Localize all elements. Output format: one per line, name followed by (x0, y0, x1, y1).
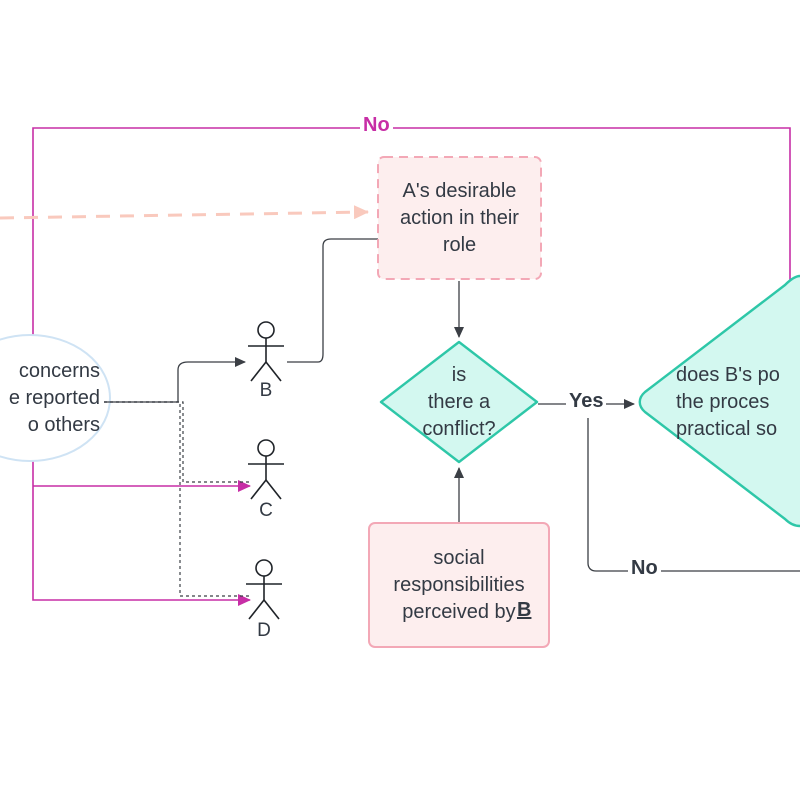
concerns-oval (0, 334, 111, 462)
no-bottom-connector (587, 418, 800, 572)
social-bold-b: B (517, 599, 532, 621)
no-loop-top-connector (32, 127, 791, 606)
social-responsibilities-label: social responsibilities perceived by (369, 523, 549, 647)
does-b-label: does B's po the proces practical so (676, 363, 780, 440)
actor-b-stick-figure-icon (248, 321, 284, 382)
actor-c-stick-figure-icon (248, 439, 284, 500)
actor-b-name: B (259, 380, 273, 401)
concerns-label: concerns e reported o others (8, 359, 100, 436)
b-to-action-connector (287, 238, 378, 363)
desirable-action-box (377, 156, 542, 280)
conflict-diamond (379, 340, 539, 464)
social-responsibilities-box (368, 522, 550, 648)
incoming-dashed-connector (0, 205, 369, 220)
does-b-diamond (638, 274, 800, 528)
desirable-action-label: A's desirable action in their role (400, 179, 519, 256)
no-top-label: No (360, 114, 393, 136)
concerns-to-c-dashed (104, 401, 250, 483)
conflict-label: is there a conflict? (422, 363, 496, 440)
actor-d-stick-figure-icon (246, 559, 282, 620)
yes-label: Yes (566, 390, 607, 412)
no-bottom-label: No (628, 557, 661, 579)
actor-d-name: D (257, 620, 271, 641)
concerns-to-d-dashed (104, 401, 250, 597)
actor-c-name: C (259, 500, 273, 521)
social-text: social responsibilities perceived by (393, 546, 525, 623)
concerns-to-b-connector (104, 357, 246, 403)
